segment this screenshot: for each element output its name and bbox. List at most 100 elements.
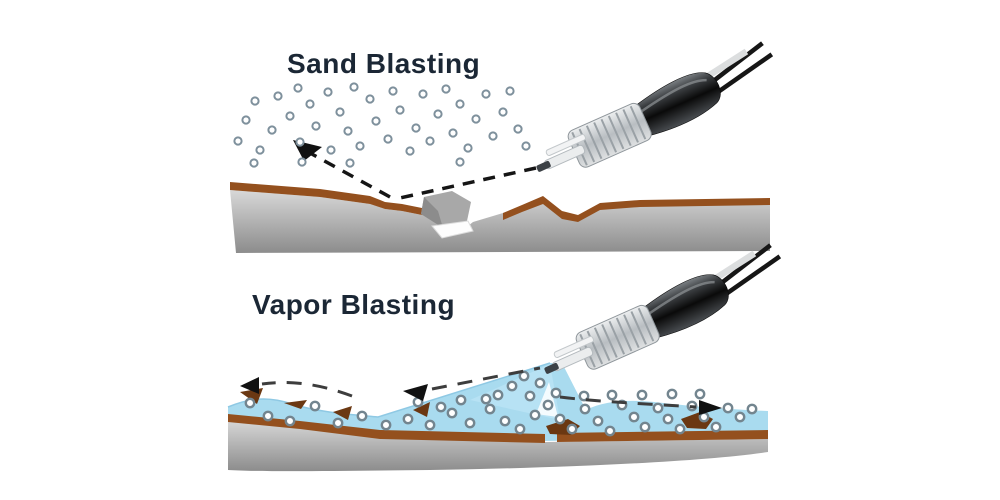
abrasive-particle-icon	[734, 411, 746, 423]
abrasive-particle-icon	[446, 407, 458, 419]
abrasive-particle-icon	[662, 413, 674, 425]
abrasive-particle-icon	[746, 403, 758, 415]
abrasive-particle-icon	[402, 413, 414, 425]
flow-right-arrowhead-icon	[699, 400, 722, 415]
abrasive-particle-icon	[463, 143, 473, 153]
abrasive-particles	[233, 82, 531, 168]
substrate	[228, 420, 768, 472]
abrasive-particle-icon	[606, 389, 618, 401]
abrasive-particle-icon	[652, 402, 664, 414]
abrasive-particle-icon	[335, 107, 345, 117]
abrasive-particle-icon	[722, 402, 734, 414]
flow-right-dashes	[559, 395, 697, 409]
abrasive-particle-icon	[488, 131, 498, 141]
abrasive-particle-icon	[244, 397, 256, 409]
deflection-arrowhead-icon	[403, 384, 428, 401]
abrasive-particle-icon	[505, 86, 515, 96]
abrasive-particle-icon	[554, 413, 566, 425]
abrasive-particle-icon	[710, 421, 722, 433]
abrasive-particle-icon	[411, 123, 421, 133]
ricochet-dashes	[309, 151, 391, 199]
abrasive-particle-icon	[355, 141, 365, 151]
abrasive-particle-icon	[455, 157, 465, 167]
abrasive-particle-icon	[513, 124, 523, 134]
debris-fragment-icon	[284, 400, 307, 409]
abrasive-particle-icon	[284, 415, 296, 427]
abrasive-particle-icon	[262, 410, 274, 422]
abrasive-particle-icon	[480, 393, 492, 405]
abrasive-particle-icon	[492, 389, 504, 401]
dislodged-chunk-shade	[421, 197, 443, 228]
abrasive-particle-icon	[383, 134, 393, 144]
abrasive-particle-icon	[241, 115, 251, 125]
abrasive-particle-icon	[405, 146, 415, 156]
abrasive-particle-icon	[498, 107, 508, 117]
abrasive-particle-icon	[326, 145, 336, 155]
sand-blasting-panel	[230, 40, 783, 253]
debris-fragment-icon	[413, 402, 430, 417]
abrasive-particle-icon	[380, 419, 392, 431]
abrasive-particle-icon	[484, 403, 496, 415]
abrasive-particle-icon	[267, 125, 277, 135]
abrasive-particle-icon	[323, 87, 333, 97]
abrasive-particle-icon	[448, 128, 458, 138]
abrasive-particle-icon	[273, 91, 283, 101]
abrasive-particle-icon	[441, 84, 451, 94]
spray-cone	[470, 364, 560, 420]
abrasive-particle-icon	[395, 105, 405, 115]
abrasive-particle-icon	[524, 390, 536, 402]
abrasive-stream-dashes	[399, 166, 537, 200]
abrasive-particle-icon	[255, 145, 265, 155]
abrasive-particle-icon	[542, 399, 554, 411]
blasting-gun	[535, 242, 791, 388]
abrasive-particle-icon	[388, 86, 398, 96]
abrasive-particle-icon	[534, 377, 546, 389]
flow-left-dashes	[261, 381, 353, 398]
abrasive-particle-icon	[578, 390, 590, 402]
abrasive-particle-icon	[305, 99, 315, 109]
abrasive-particle-icon	[521, 141, 531, 151]
abrasive-particle-icon	[311, 121, 321, 131]
abrasive-particle-icon	[285, 111, 295, 121]
abrasive-particles	[244, 370, 758, 437]
abrasive-particle-icon	[628, 411, 640, 423]
abrasive-particle-icon	[455, 99, 465, 109]
abrasive-particle-icon	[349, 82, 359, 92]
abrasive-particle-icon	[435, 401, 447, 413]
abrasive-particle-icon	[233, 136, 243, 146]
abrasive-particle-icon	[293, 83, 303, 93]
abrasive-particle-icon	[579, 403, 591, 415]
abrasive-particle-icon	[249, 158, 259, 168]
abrasive-particle-icon	[418, 89, 428, 99]
abrasive-particle-icon	[424, 419, 436, 431]
abrasive-particle-icon	[332, 417, 344, 429]
abrasive-particle-icon	[356, 410, 368, 422]
abrasive-particle-icon	[592, 415, 604, 427]
spray-split-gap	[536, 382, 558, 417]
flow-left-arrowhead-icon	[240, 377, 259, 394]
sand-blasting-title: Sand Blasting	[287, 48, 481, 79]
vapor-blasting-panel	[227, 242, 791, 472]
abrasive-particle-icon	[295, 137, 305, 147]
abrasive-particle-icon	[550, 387, 562, 399]
coating-layer-left	[230, 182, 452, 224]
abrasive-particle-icon	[481, 89, 491, 99]
abrasive-particle-icon	[297, 157, 307, 167]
abrasive-particle-icon	[455, 394, 467, 406]
abrasive-particle-icon	[365, 94, 375, 104]
abrasive-particle-icon	[666, 388, 678, 400]
abrasive-particle-icon	[371, 116, 381, 126]
coating-layer-left	[228, 414, 545, 443]
abrasive-particle-icon	[566, 423, 578, 435]
abrasive-particle-icon	[604, 425, 616, 437]
abrasive-particle-icon	[506, 380, 518, 392]
abrasive-particle-icon	[250, 96, 260, 106]
abrasive-particle-icon	[345, 158, 355, 168]
debris-fragment-icon	[333, 406, 352, 420]
abrasive-particle-icon	[499, 415, 511, 427]
abrasive-particle-icon	[636, 389, 648, 401]
abrasive-particle-icon	[518, 370, 530, 382]
abrasive-particle-icon	[694, 388, 706, 400]
